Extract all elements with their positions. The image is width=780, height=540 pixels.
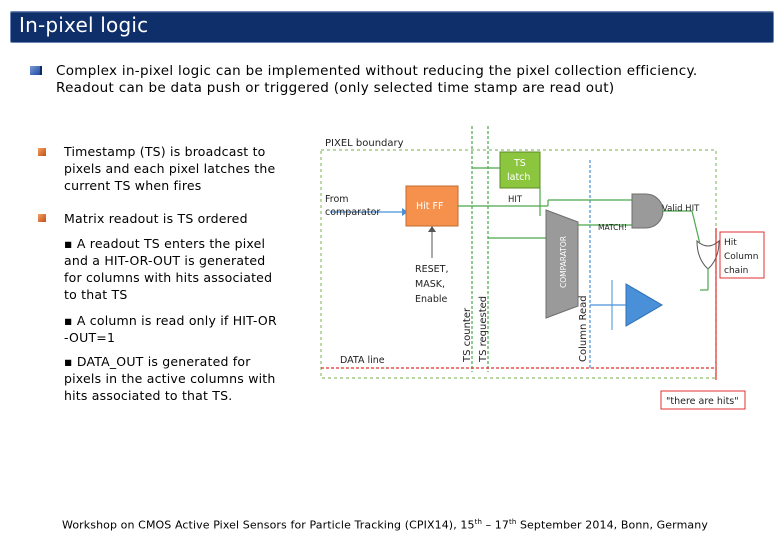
ts-latch-label: latch bbox=[507, 172, 530, 183]
hit-ff-box bbox=[405, 185, 459, 227]
timestamp-line: current TS when fires bbox=[64, 178, 202, 193]
reset-label: MASK, bbox=[415, 279, 445, 290]
pixel-boundary-label: PIXEL boundary bbox=[325, 138, 404, 149]
footer: Workshop on CMOS Active Pixel Sensors fo… bbox=[62, 518, 708, 532]
ts-requested-label: TS requested bbox=[478, 296, 489, 363]
main-bullet-line1: Complex in-pixel logic can be implemente… bbox=[56, 63, 698, 79]
reset-label: Enable bbox=[415, 294, 448, 305]
from-comparator-label: From bbox=[325, 194, 349, 205]
item-line: ▪ A readout TS enters the pixel bbox=[64, 236, 266, 251]
item-line: for columns with hits associated bbox=[64, 270, 273, 285]
hit-column-chain-box bbox=[719, 231, 765, 279]
hit-column-chain-label: chain bbox=[724, 266, 748, 276]
there-are-hits-box bbox=[660, 390, 746, 410]
hit-column-chain-label: Hit bbox=[724, 238, 737, 248]
main-bullet-icon bbox=[30, 66, 42, 75]
footer-text: September 2014, Bonn, Germany bbox=[516, 518, 708, 532]
data-line-label: DATA line bbox=[340, 355, 385, 366]
there-are-hits-label: "there are hits" bbox=[666, 396, 739, 407]
hit-ff-label: Hit FF bbox=[416, 201, 443, 212]
main-bullet-line2: Readout can be data push or triggered (o… bbox=[56, 80, 615, 96]
readout-item-1: ▪ A readout TS enters the pixel and a HI… bbox=[64, 235, 289, 303]
matrix-readout-text: Matrix readout is TS ordered bbox=[64, 211, 248, 226]
readout-item-3: ▪ DATA_OUT is generated for pixels in th… bbox=[64, 353, 289, 404]
sub-bullet-icon bbox=[38, 214, 46, 222]
item-line: ▪ A column is read only if HIT-OR bbox=[64, 313, 277, 328]
footer-text: – 17 bbox=[481, 518, 509, 532]
hit-label: HIT bbox=[508, 195, 523, 205]
item-line: hits associated to that TS. bbox=[64, 388, 233, 403]
title-bar: In-pixel logic bbox=[10, 11, 774, 43]
ts-counter-label: TS counter bbox=[462, 307, 473, 363]
comparator-label: COMPARATOR bbox=[559, 236, 568, 288]
and-gate bbox=[631, 193, 664, 229]
reset-label: RESET, bbox=[415, 264, 448, 275]
column-read-label: Column Read bbox=[578, 295, 589, 362]
comparator-block bbox=[545, 209, 579, 319]
from-comparator-label: comparator bbox=[325, 207, 380, 218]
item-line: and a HIT-OR-OUT is generated bbox=[64, 253, 266, 268]
buffer-triangle bbox=[625, 283, 663, 327]
item-line: to that TS bbox=[64, 287, 128, 302]
footer-text: Workshop on CMOS Active Pixel Sensors fo… bbox=[62, 518, 475, 532]
footer-sup: th bbox=[508, 518, 517, 526]
timestamp-text: Timestamp (TS) is broadcast to pixels an… bbox=[64, 143, 289, 194]
readout-item-2: ▪ A column is read only if HIT-OR -OUT=1 bbox=[64, 312, 289, 346]
sub-bullet-icon bbox=[38, 148, 46, 156]
ts-latch-box bbox=[499, 151, 541, 189]
item-line: -OUT=1 bbox=[64, 330, 116, 345]
footer-sup: th bbox=[474, 518, 482, 526]
slide-title: In-pixel logic bbox=[19, 13, 149, 37]
valid-hit-label: Valid HIT bbox=[662, 204, 700, 214]
item-line: pixels in the active columns with bbox=[64, 371, 276, 386]
timestamp-line: pixels and each pixel latches the bbox=[64, 161, 276, 176]
main-bullet-text: Complex in-pixel logic can be implemente… bbox=[56, 63, 756, 97]
timestamp-line: Timestamp (TS) is broadcast to bbox=[64, 144, 266, 159]
match-label: MATCH! bbox=[598, 223, 627, 232]
hit-column-chain-label: Column bbox=[724, 252, 758, 262]
ts-latch-label: TS bbox=[513, 158, 526, 169]
item-line: ▪ DATA_OUT is generated for bbox=[64, 354, 251, 369]
